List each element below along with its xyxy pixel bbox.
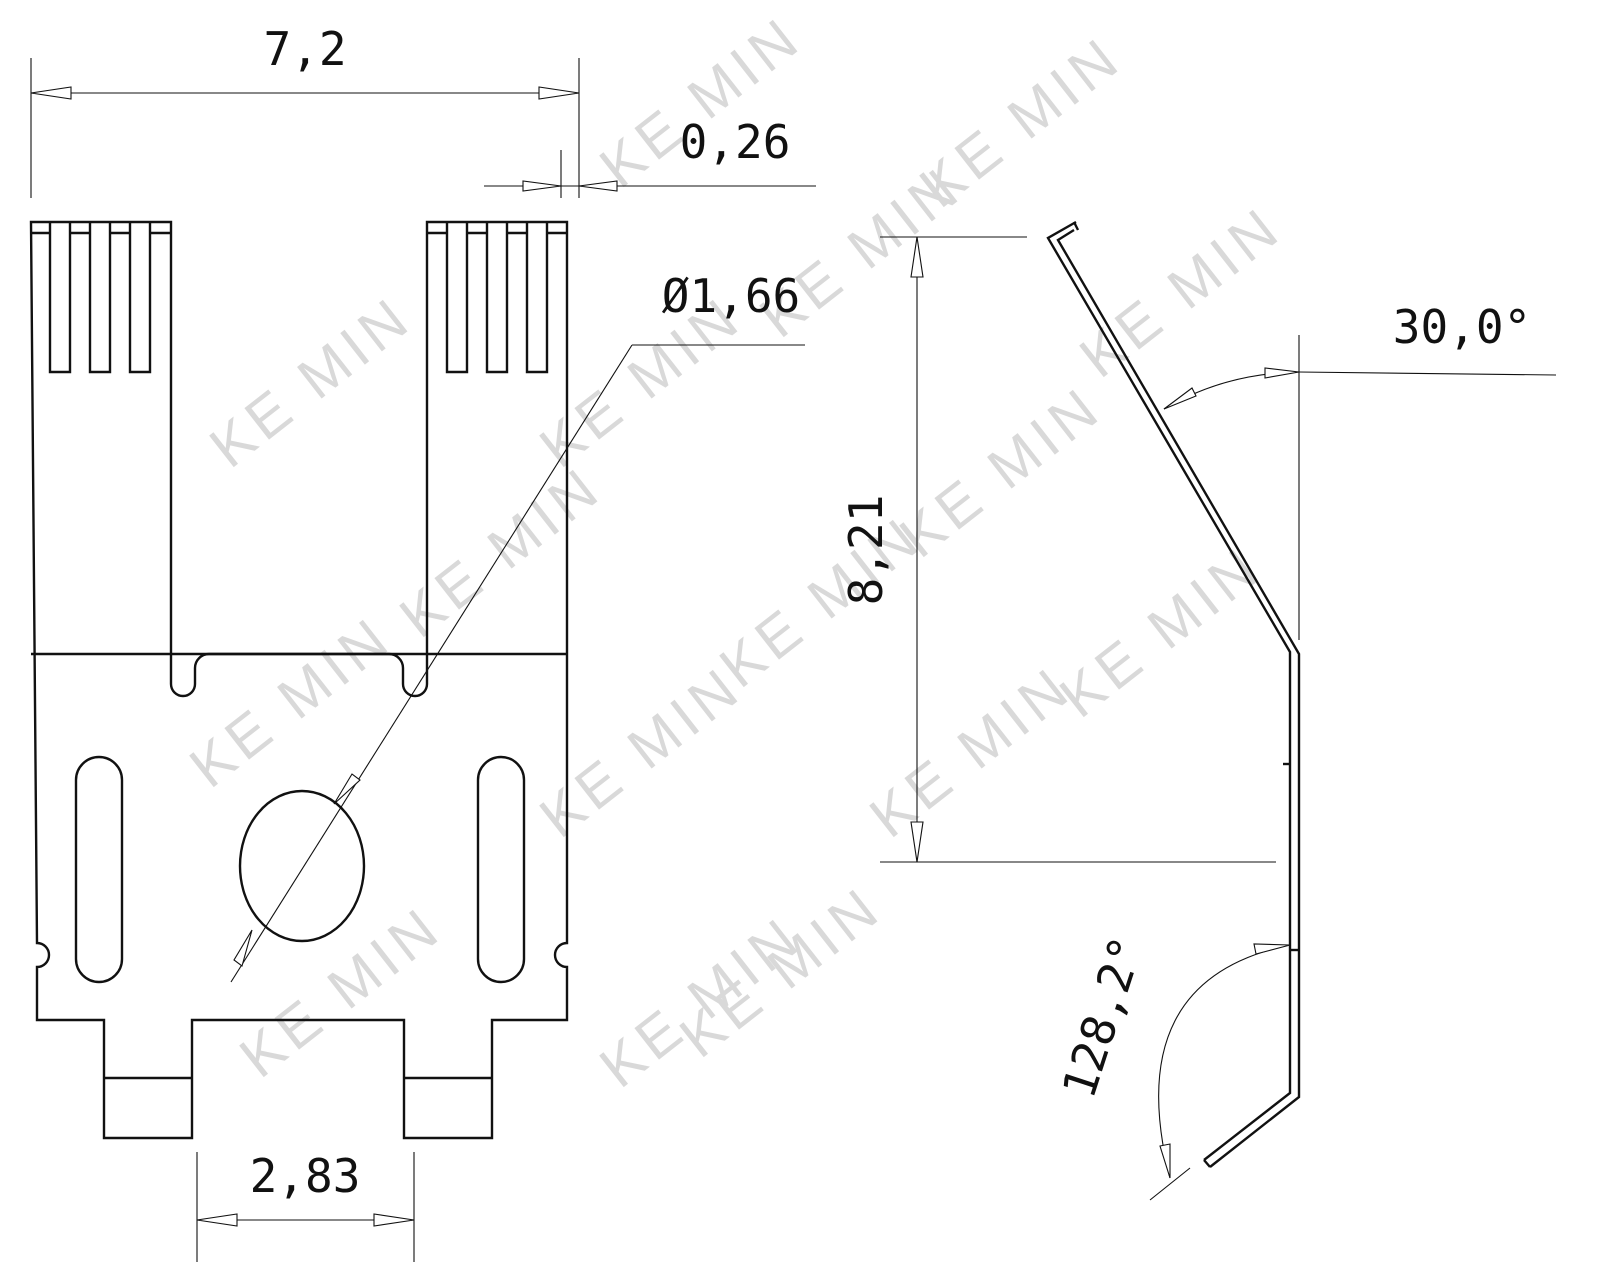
comb-slots-left bbox=[31, 222, 171, 374]
comb-slot bbox=[48, 222, 72, 374]
comb-slot bbox=[445, 222, 469, 374]
comb-slot bbox=[88, 222, 112, 374]
arrow-head bbox=[196, 1213, 238, 1227]
arrow-head bbox=[910, 821, 924, 863]
watermark-text: KE MIN bbox=[178, 604, 404, 800]
watermark-text: KE MIN bbox=[858, 654, 1084, 850]
watermark-text: KE MIN bbox=[1048, 534, 1274, 730]
comb-slot bbox=[128, 222, 152, 374]
arrow-head bbox=[1253, 943, 1291, 955]
dim-thickness: 0,26 bbox=[680, 115, 791, 169]
arrow-head bbox=[1163, 387, 1197, 410]
arrow-head bbox=[333, 773, 361, 805]
extension-line bbox=[1149, 1167, 1191, 1201]
dim-bend-angle-bottom: 128,2° bbox=[1051, 930, 1154, 1105]
leader-line bbox=[1298, 371, 1557, 376]
tail-cap bbox=[1203, 1159, 1211, 1168]
arrow-head bbox=[910, 236, 924, 278]
dim-height: 8,21 bbox=[839, 495, 893, 606]
side-profile-inner bbox=[1056, 228, 1301, 1168]
side-view-dimensions: 8,21 30,0° 128,2° bbox=[839, 236, 1557, 1201]
arrow-head bbox=[522, 180, 562, 192]
watermark-text: KE MIN bbox=[1068, 194, 1294, 390]
dim-tab-gap: 2,83 bbox=[250, 1149, 361, 1203]
watermark-text: KE MIN bbox=[888, 374, 1114, 570]
arrow-head bbox=[578, 180, 618, 192]
comb-slot bbox=[525, 222, 549, 374]
watermark-text: KE MIN bbox=[198, 284, 424, 480]
oblong-slot-left bbox=[74, 755, 124, 984]
watermark-text: KE MIN bbox=[908, 24, 1134, 220]
arrow-head bbox=[1264, 367, 1300, 379]
watermark-text: KE MIN bbox=[388, 454, 614, 650]
watermark-text: KE MIN bbox=[588, 4, 814, 200]
hook-cap bbox=[1072, 221, 1080, 231]
oblong-slot-right bbox=[476, 755, 526, 984]
comb-slots-right bbox=[427, 222, 567, 374]
arrow-head bbox=[1159, 1143, 1171, 1179]
arrow-head bbox=[233, 929, 253, 967]
angle-arc bbox=[1158, 944, 1291, 1179]
watermark-text: KE MIN bbox=[528, 654, 754, 850]
leader-line bbox=[230, 344, 633, 983]
dim-hole-diameter: Ø1,66 bbox=[662, 269, 800, 323]
arrow-head bbox=[373, 1213, 415, 1227]
side-view bbox=[1046, 220, 1301, 1168]
angle-arc bbox=[1163, 371, 1300, 410]
center-hole bbox=[238, 789, 366, 943]
arrow-head bbox=[30, 86, 72, 100]
front-view bbox=[29, 220, 569, 1140]
front-view-dimensions: 7,2 0,26 Ø1,66 2,83 bbox=[30, 22, 816, 1262]
clip-outline bbox=[29, 220, 569, 1140]
side-profile-outer bbox=[1046, 220, 1292, 1161]
dim-overall-width: 7,2 bbox=[263, 22, 346, 76]
dim-bend-angle-top: 30,0° bbox=[1393, 300, 1531, 354]
arrow-head bbox=[538, 86, 580, 100]
comb-slot bbox=[485, 222, 509, 374]
